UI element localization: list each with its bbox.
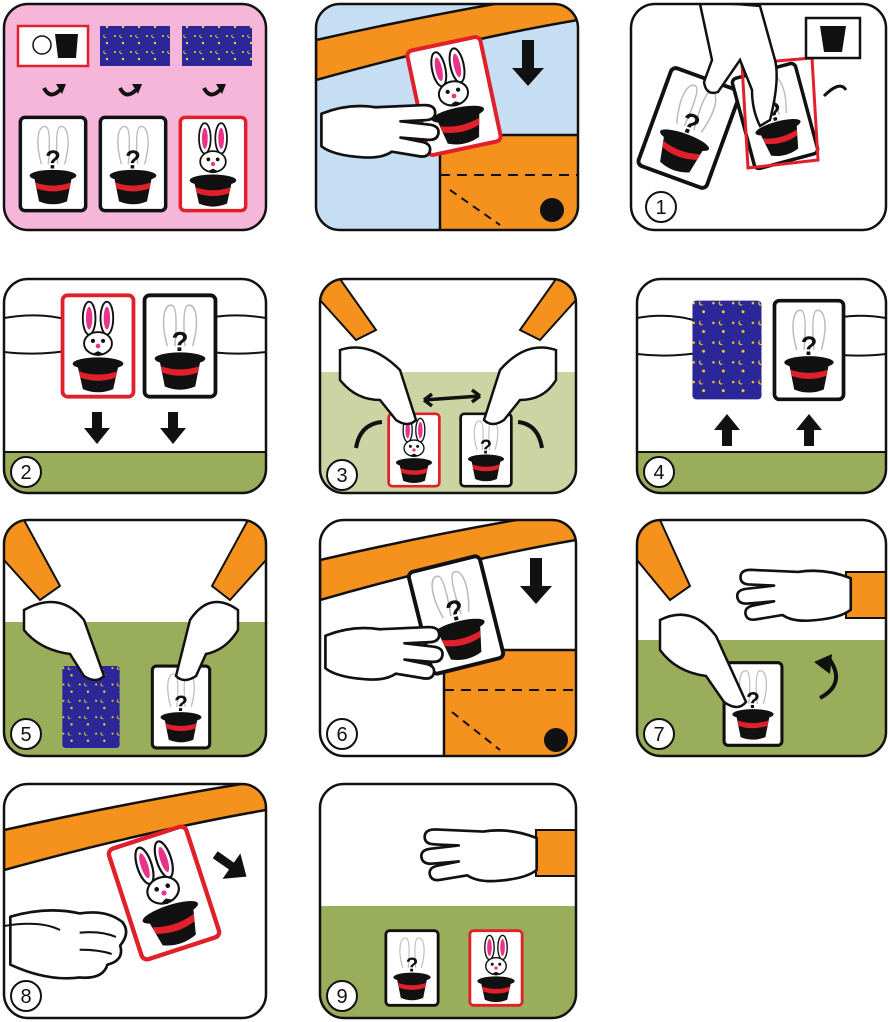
question-hat-card-icon: [20, 117, 85, 210]
small-star-card-1: [100, 26, 170, 66]
panel-step-7: 7: [637, 520, 886, 760]
question-hat-card-icon: [461, 414, 512, 486]
panel-step-1: 1: [631, 3, 886, 230]
panel-step-8: 8: [4, 780, 266, 1018]
glove-hand-icon: [421, 829, 536, 881]
panel-step-4: 4: [637, 279, 886, 497]
bunny-hat-card-icon: [63, 295, 134, 396]
bunny-hat-card-icon: [470, 931, 522, 1006]
panel-step-9: 9: [320, 784, 576, 1022]
question-hat-card-icon: [386, 931, 438, 1006]
glove-hand-icon: [321, 105, 438, 157]
step-number: 4: [653, 462, 664, 484]
step-number: 6: [336, 724, 347, 746]
step-number: 5: [20, 724, 31, 746]
panel-step-6: 6: [320, 510, 580, 760]
small-star-card-2: [182, 26, 252, 66]
glove-hand-icon: [737, 570, 850, 621]
step-number: 2: [20, 462, 31, 484]
panel-step-2: 2: [4, 279, 266, 497]
step-number: 9: [336, 986, 347, 1008]
panel-pocket-insert: [316, 0, 580, 235]
panel-step-5: 5: [4, 520, 266, 762]
bunny-hat-card-icon: [180, 117, 245, 210]
question-hat-card-icon: [145, 295, 216, 396]
small-bunny-card: [18, 26, 88, 66]
star-back-card-icon: [692, 301, 761, 400]
step-number: 8: [20, 986, 31, 1008]
panel-step-3: 3: [320, 279, 576, 497]
bunny-hat-card-icon: [389, 414, 440, 486]
step-number: 1: [655, 197, 666, 219]
step-number: 3: [336, 465, 347, 487]
glove-hand-icon: [325, 627, 442, 679]
step-number: 7: [653, 724, 664, 746]
panel-setup-cards: [4, 4, 266, 230]
question-hat-card-icon: [774, 301, 843, 400]
question-hat-card-icon: [100, 117, 165, 210]
